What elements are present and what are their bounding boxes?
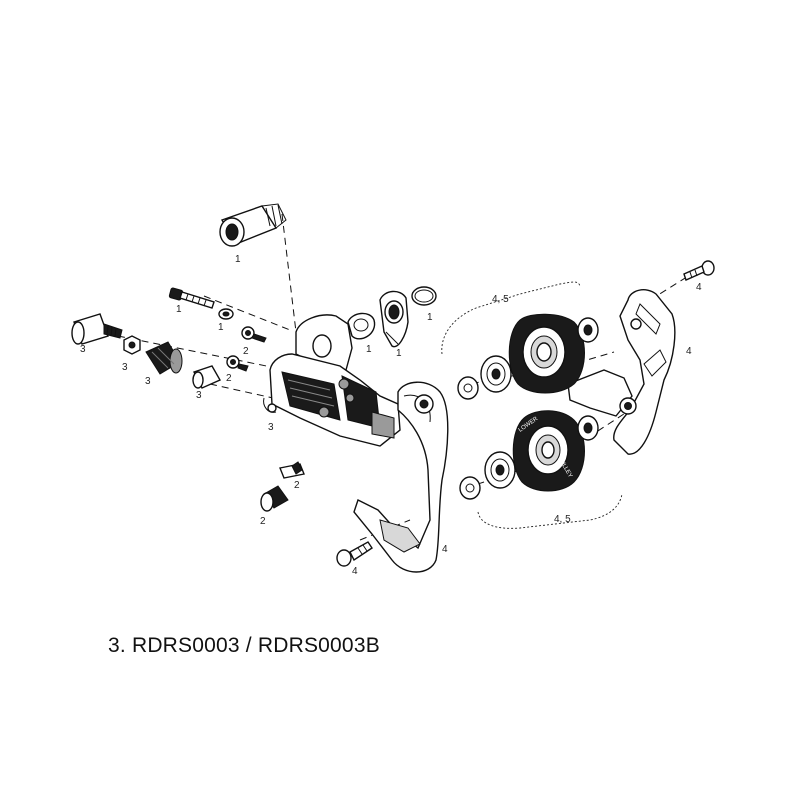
callout-limit-screw-top: 2 (243, 346, 249, 357)
inner-cage-plate-part (353, 381, 449, 573)
callout-adjuster-body: 3 (145, 376, 151, 387)
adjuster-nut-part (123, 335, 141, 355)
assembly-guide-line (649, 274, 691, 301)
cage-bolt-part (683, 260, 715, 281)
callout-bolt-top: 1 (235, 254, 241, 265)
part-number-caption: 3. RDRS0003 / RDRS0003B (108, 634, 380, 657)
callout-pulley-group-bottom: 4, 5 (554, 514, 571, 525)
adjuster-body-part (145, 341, 183, 375)
upper-pulley-part (508, 313, 585, 394)
hanger-bracket-part (379, 290, 409, 348)
callout-bottom-screw: 2 (260, 516, 266, 527)
lower-pulley-part: LOWER PULLEY (512, 410, 585, 492)
callout-hanger-ring-b: 1 (396, 348, 402, 359)
small-washer-part (218, 308, 234, 320)
callout-washer-left: 1 (218, 322, 224, 333)
pulley-group-bracket (441, 281, 581, 355)
assembly-guide-line (203, 295, 291, 331)
pulley-group-bracket (477, 493, 623, 529)
callout-cage-bolt-bottom: 4 (352, 566, 358, 577)
callout-ferrule: 3 (196, 390, 202, 401)
pulley-washer-part (457, 376, 479, 400)
callout-bolt-left: 1 (176, 304, 182, 315)
ferrule-part (192, 365, 221, 389)
pulley-washer-part (577, 317, 599, 343)
callout-limit-screw-mid: 2 (226, 373, 232, 384)
callout-hanger-ring-a: 1 (366, 344, 372, 355)
callout-adjuster-barrel: 3 (80, 344, 86, 355)
bottom-screw-part (260, 485, 289, 512)
pulley-washer-part (577, 415, 599, 441)
derailleur-body-part (263, 314, 401, 447)
outer-cage-plate-part (567, 289, 676, 455)
adjuster-barrel-part (71, 313, 123, 345)
callout-oring: 1 (427, 312, 433, 323)
cage-bolt-part (336, 541, 373, 567)
limit-screw-part (226, 355, 249, 372)
callout-cage-bolt-top: 4 (696, 282, 702, 293)
callout-cage-plate-right: 4 (686, 346, 692, 357)
callout-adjuster-nut: 3 (122, 362, 128, 373)
callout-cage-plate-bottom: 4 (442, 544, 448, 555)
hanger-ring-part (347, 312, 376, 340)
assembly-guide-line (281, 213, 297, 333)
o-ring-part (411, 286, 437, 306)
callout-spring-clip: 3 (268, 422, 274, 433)
pulley-bearing-part (480, 355, 512, 393)
pulley-bearing-part (484, 451, 516, 489)
pivot-bolt-part (219, 203, 287, 247)
callout-bottom-clip: 2 (294, 480, 300, 491)
pulley-washer-part (459, 476, 481, 500)
assembly-guide-line (117, 335, 297, 373)
bottom-clip-part (279, 461, 305, 479)
long-bolt-part (168, 287, 215, 309)
limit-screw-part (241, 326, 267, 343)
callout-pulley-group-top: 4, 5 (492, 294, 509, 305)
